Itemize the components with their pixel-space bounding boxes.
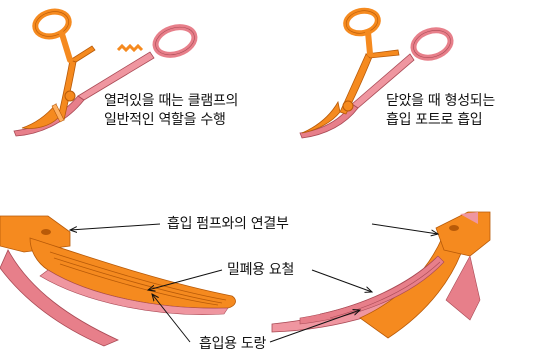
open-clamp-ratchet [118,46,142,50]
left-jaw-orange-body [30,238,235,308]
connection-leader-left [70,224,160,230]
open-clamp-left-ring [32,8,71,40]
seal-groove-label: 밀폐용 요철 [224,262,297,278]
open-caption-line-1: 열려있을 때는 클램프의 [104,92,238,110]
left-jaw-closeup [0,216,235,346]
open-clamp-pivot [65,91,75,101]
open-clamp-right-ring [152,22,198,59]
right-jaw-orange-connector [436,212,490,256]
suction-channel-label: 흡입용 도랑 [196,336,269,352]
closed-clamp-pivot [343,101,353,111]
right-jaw-closeup [272,212,490,338]
open-caption-line-2: 일반적인 역할을 수행 [104,111,226,129]
right-jaw-orange-body [360,238,466,338]
closed-clamp-right-ring [410,26,454,62]
seal-groove-leader-right [312,270,372,292]
connection-leader-right [372,224,438,234]
closed-caption-line-2: 흡입 포트로 흡입 [386,111,482,129]
closed-clamp-left-ring [344,8,380,36]
connection-label: 흡입 펌프와의 연결부 [164,216,292,232]
closed-caption-line-1: 닫았을 때 형성되는 [386,92,495,110]
